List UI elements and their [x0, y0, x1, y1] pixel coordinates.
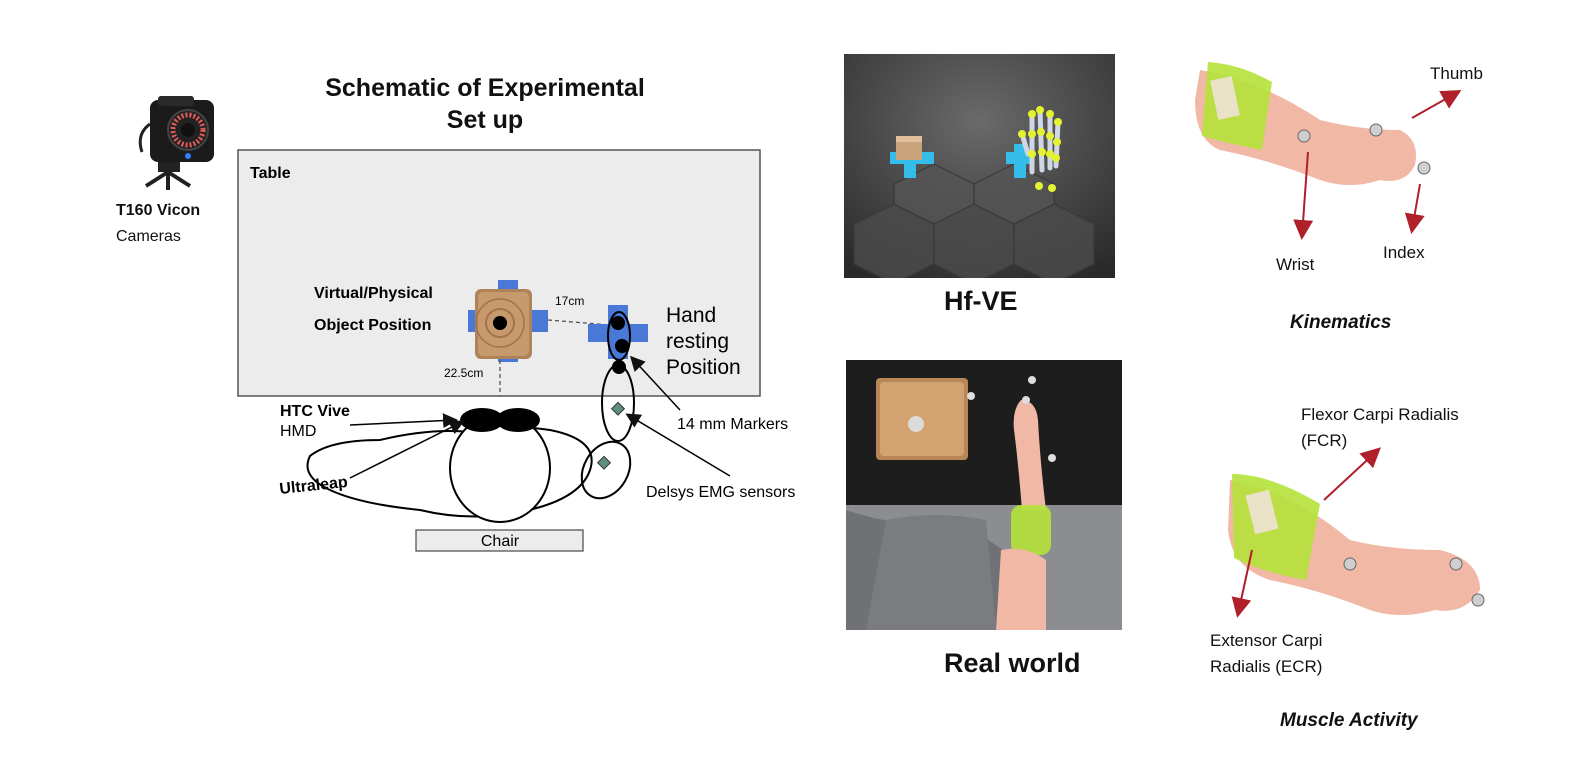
hfve-caption: Hf-VE	[944, 286, 1018, 316]
markers-label: 14 mm Markers	[677, 416, 788, 433]
object-label-line2: Object Position	[314, 317, 431, 334]
distance-horizontal-label: 17cm	[555, 294, 584, 308]
vicon-camera-icon	[138, 96, 214, 190]
emg-sensor-1	[610, 401, 626, 416]
hand-label-line3: Position	[666, 356, 741, 379]
real-world-panel-image	[846, 360, 1122, 630]
kinematics-caption: Kinematics	[1290, 312, 1392, 333]
hmd-label: HMD	[280, 423, 316, 440]
schematic-diagram: Table Virtual/Physical Object Position 1…	[237, 149, 795, 552]
hand-resting-marker	[588, 305, 648, 374]
wrist-label: Wrist	[1276, 255, 1315, 274]
thumb-label: Thumb	[1430, 64, 1483, 83]
muscle-arm-image	[1228, 447, 1485, 618]
hmd-label-bold: HTC Vive	[280, 403, 350, 420]
object-position-marker	[468, 280, 548, 362]
distance-vertical-label: 22.5cm	[444, 366, 483, 380]
emg-label: Delsys EMG sensors	[646, 484, 795, 501]
object-label-line1: Virtual/Physical	[314, 285, 433, 302]
hmd-left	[460, 408, 504, 432]
hmd-right	[496, 408, 540, 432]
hand-label-line2: resting	[666, 330, 729, 353]
camera-label-bold: T160 Vicon	[116, 202, 201, 219]
emg-sensor-2	[596, 455, 612, 470]
fcr-label-line1: Flexor Carpi Radialis	[1301, 405, 1459, 424]
chair-rect	[415, 529, 584, 552]
object-marker-dot	[493, 316, 507, 330]
hfve-panel-image	[844, 54, 1115, 278]
schematic-title: Schematic of Experimental Set up	[325, 74, 645, 134]
chair-label: Chair	[481, 533, 520, 550]
upper-arm-outline	[580, 440, 632, 500]
head-outline	[449, 413, 551, 523]
kinematics-arm-image	[1195, 62, 1462, 240]
index-label: Index	[1383, 243, 1425, 262]
ecr-label-line2: Radialis (ECR)	[1210, 657, 1323, 676]
real-world-caption: Real world	[944, 648, 1081, 678]
camera-label: Cameras	[116, 228, 181, 245]
hand-label-line1: Hand	[666, 304, 716, 327]
forearm-outline	[601, 364, 635, 442]
fcr-label-line2: (FCR)	[1301, 431, 1348, 450]
muscle-caption: Muscle Activity	[1280, 710, 1418, 731]
table-label: Table	[250, 165, 291, 182]
ecr-label-line1: Extensor Carpi	[1210, 631, 1323, 650]
